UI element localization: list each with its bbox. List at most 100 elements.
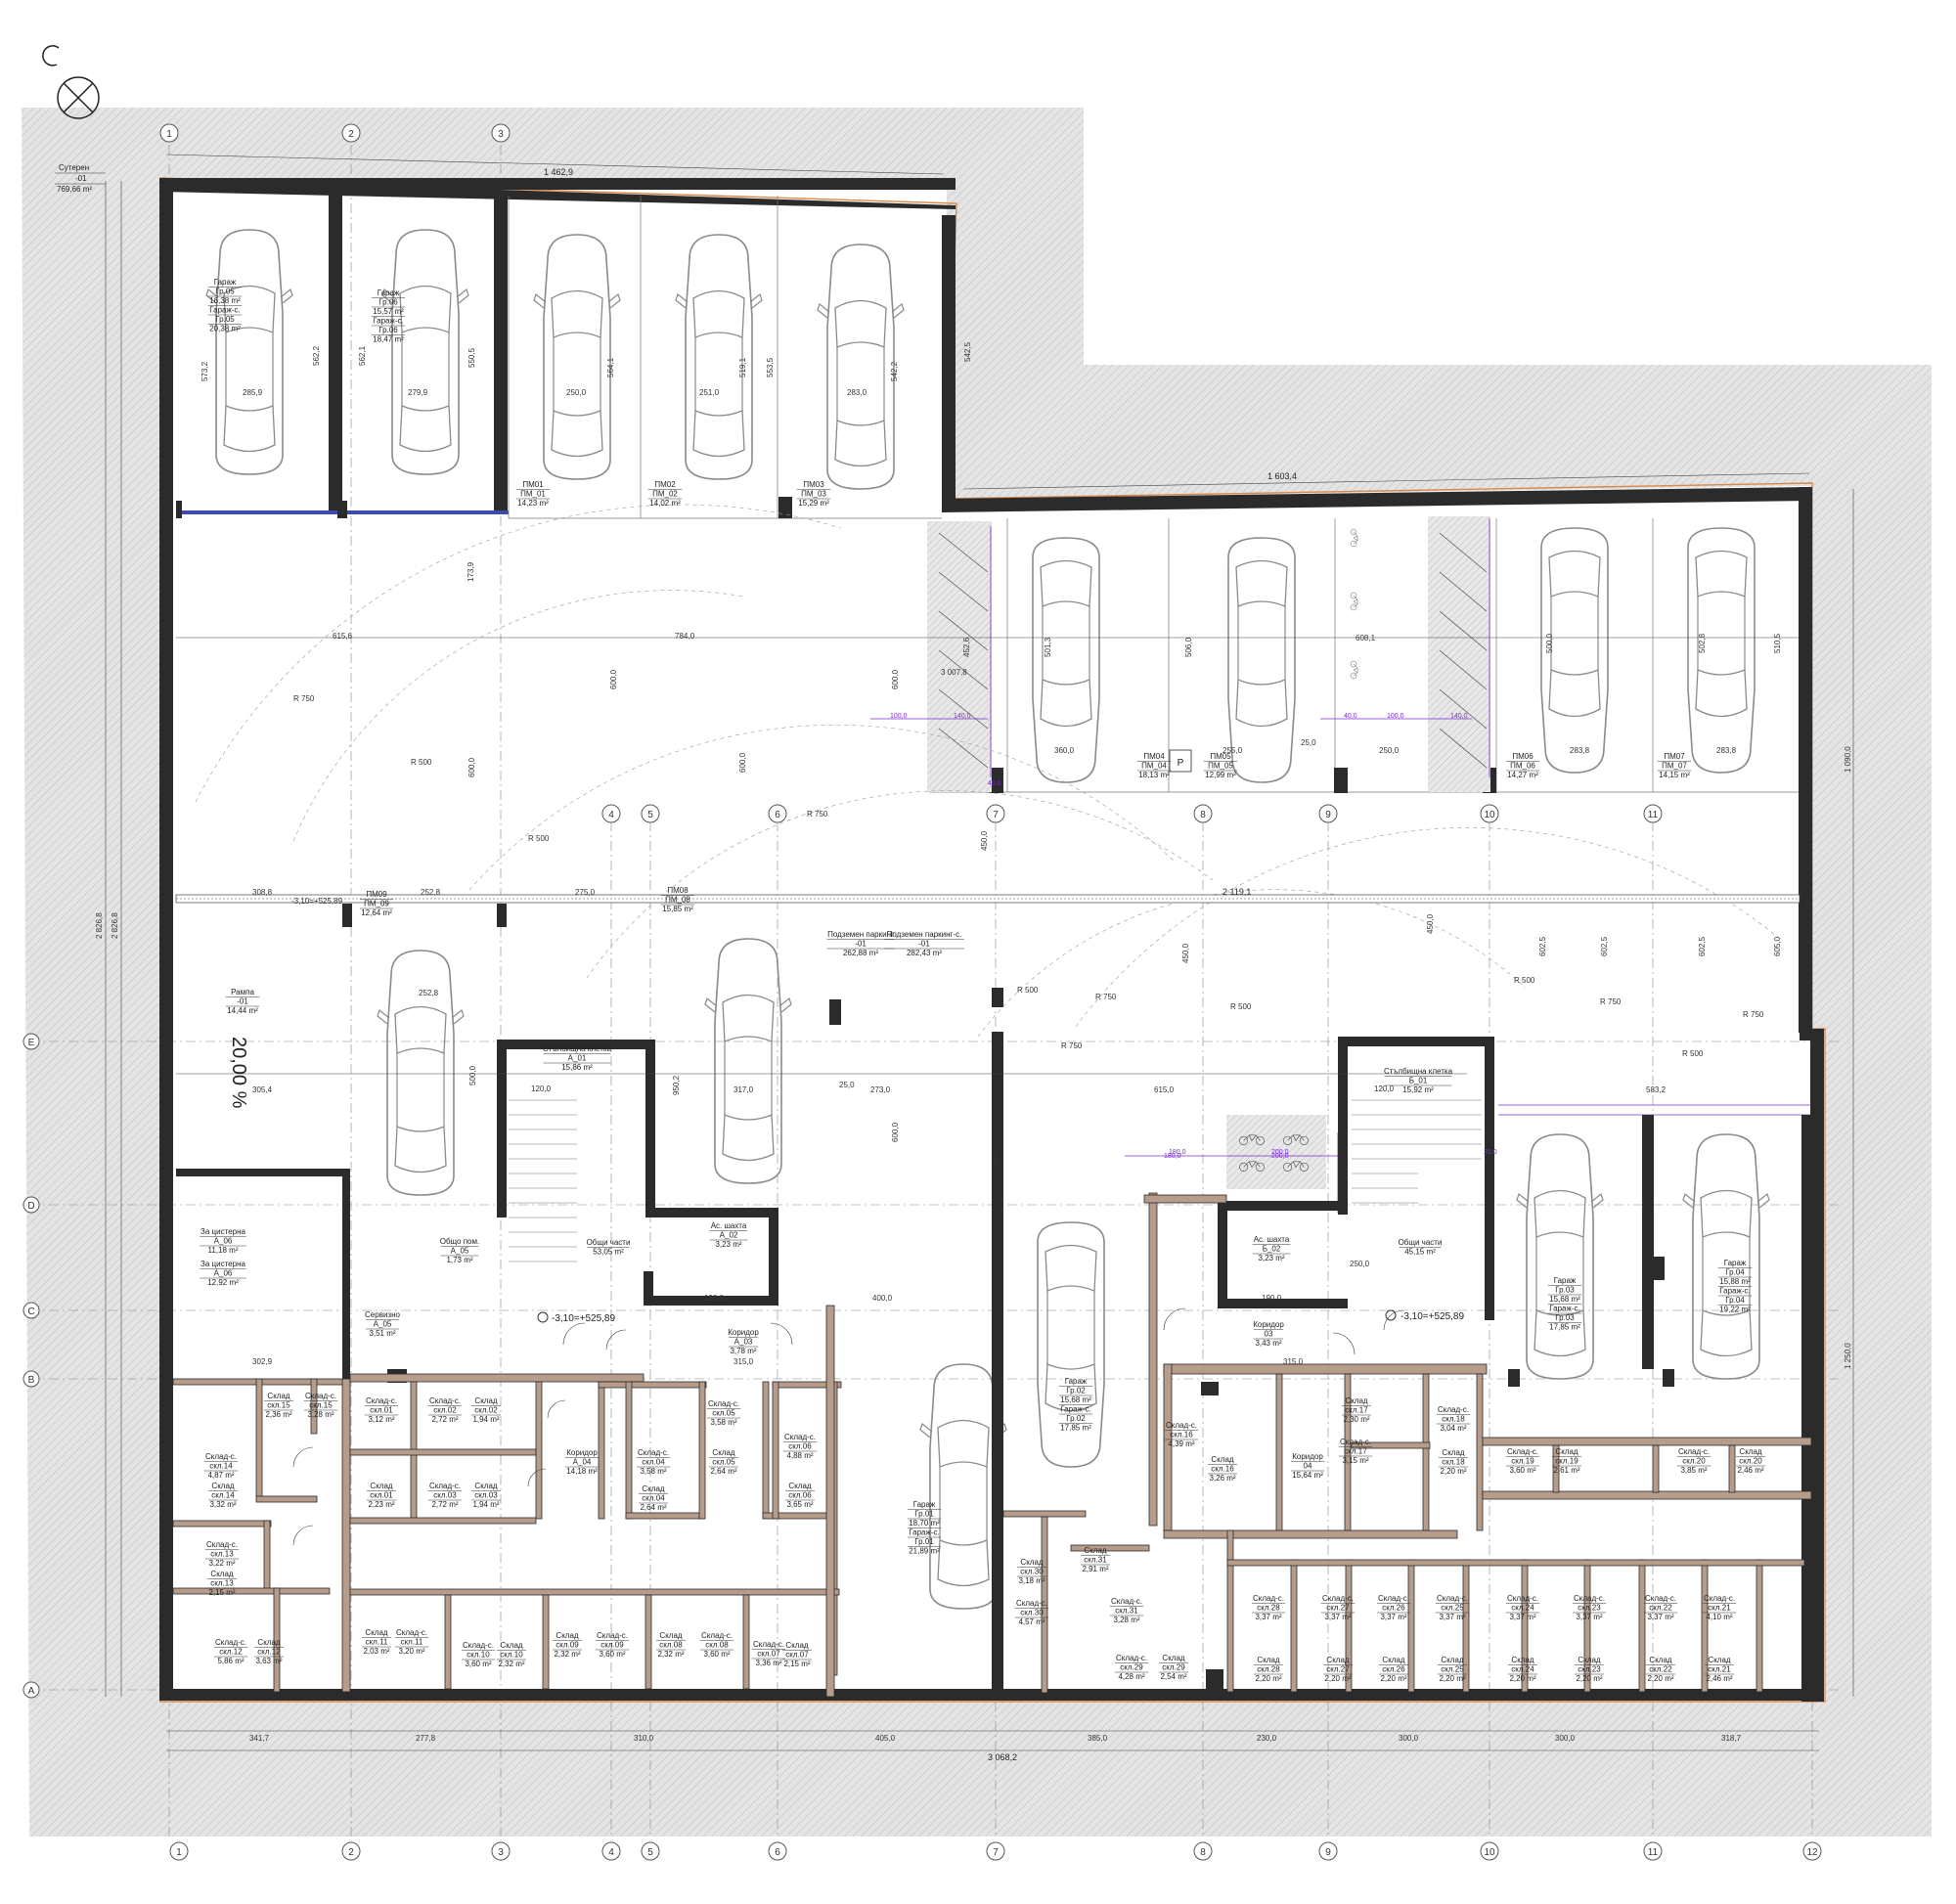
room-label-text: ПМ_08 [665, 896, 690, 905]
room-label-text: 3,60 m² [703, 1650, 730, 1659]
svg-text:300,0: 300,0 [1399, 1734, 1419, 1743]
room-label-text: Гр.01 [914, 1510, 934, 1519]
grid-bubble-col-4: 4 [601, 804, 621, 823]
room-label-text: скл.09 [556, 1641, 579, 1650]
svg-text:2 119,1: 2 119,1 [1222, 887, 1251, 897]
svg-text:3: 3 [498, 1847, 504, 1858]
svg-text:400,0: 400,0 [872, 1294, 893, 1303]
svg-text:583,2: 583,2 [1646, 1085, 1667, 1094]
svg-text:500,0: 500,0 [1545, 633, 1554, 653]
room-label-text: скл.22 [1649, 1604, 1672, 1613]
room-label-text: Б_01 [1409, 1077, 1428, 1085]
room-label-text: Склад-с. [1111, 1597, 1142, 1606]
room-label-text: скл.26 [1382, 1604, 1405, 1613]
room-label-text: скл.07 [785, 1651, 809, 1660]
room-label-text: скл.10 [500, 1651, 523, 1660]
room-label-text: 3,65 m² [786, 1500, 813, 1509]
room-label-text: Коридор [566, 1448, 598, 1457]
room-label-text: ПМ04 [1143, 752, 1165, 761]
room-label-text: ПМ08 [667, 886, 689, 895]
room-label-text: Склад [1326, 1656, 1349, 1664]
room-label-text: ПМ_04 [1141, 762, 1167, 771]
grid-bubble-bottom-6: 6 [768, 1841, 787, 1861]
room-label-text: скл.15 [267, 1401, 290, 1410]
room-label-text: Рампа [231, 988, 254, 996]
svg-text:250,0: 250,0 [1379, 746, 1400, 755]
room-label-text: Гр.05 [215, 288, 235, 296]
room-label-text: 3,37 m² [1439, 1613, 1465, 1621]
bike-rack-1 [938, 532, 1488, 769]
room-label-text: ПМ_02 [652, 490, 678, 499]
grid-bubbles: 1 2 3 4 5 6 7 8 9 10 11 1 2 3 4 5 6 7 8 … [22, 123, 1822, 1861]
room-label-text: Гр.02 [1066, 1387, 1086, 1395]
grid-bubble-bottom-2: 2 [341, 1841, 361, 1861]
room-label-text: 2,20 m² [1324, 1674, 1351, 1683]
room-label-text: скл.19 [1511, 1457, 1534, 1466]
rotate-cursor-icon [42, 45, 60, 66]
room-label-text: Склад [1382, 1656, 1404, 1664]
svg-text:305,4: 305,4 [252, 1085, 273, 1094]
interior-walls [176, 1032, 1811, 1702]
svg-text:4: 4 [608, 1847, 614, 1858]
svg-text:6: 6 [775, 810, 780, 820]
room-label-text: Склад [1441, 1656, 1463, 1664]
room-label-text: 2,20 m² [1255, 1674, 1281, 1683]
room-label-text: 2,15 m² [783, 1660, 810, 1668]
svg-text:562,1: 562,1 [358, 345, 367, 366]
room-label-text: 3,32 m² [209, 1500, 236, 1509]
svg-text:R 500: R 500 [1682, 1049, 1704, 1058]
room-label-text: 3,60 m² [465, 1660, 491, 1668]
svg-text:564,1: 564,1 [606, 357, 615, 377]
room-label-text: Склад [1739, 1447, 1761, 1456]
room-label-text: Склад-с. [1340, 1438, 1371, 1446]
room-label-text: А_01 [568, 1054, 587, 1063]
svg-text:500,0: 500,0 [468, 1065, 477, 1085]
room-label-text: скл.01 [370, 1406, 393, 1415]
room-label-text: Склад-с. [1645, 1594, 1676, 1603]
room-label-text: 3,37 m² [1576, 1613, 1602, 1621]
room-label-text: 2,54 m² [1160, 1672, 1186, 1681]
room-label-text: 3,28 m² [1113, 1616, 1139, 1624]
room-label-text: 2,20 m² [1439, 1674, 1465, 1683]
room-label-text: 21,89 m² [909, 1547, 940, 1556]
svg-text:769,66 m²: 769,66 m² [57, 185, 92, 194]
room-label-text: Склад-с. [708, 1399, 739, 1408]
room-label-text: ПМ_06 [1510, 762, 1535, 771]
svg-text:Сутерен: Сутерен [59, 163, 89, 172]
room-label-text: скл.16 [1211, 1465, 1234, 1474]
svg-text:784,0: 784,0 [675, 632, 695, 641]
room-label-text: Склад-с. [1704, 1594, 1735, 1603]
svg-text:605,0: 605,0 [1773, 936, 1782, 956]
svg-text:602,5: 602,5 [1600, 936, 1609, 956]
room-label-text: Склад [210, 1570, 233, 1578]
storage-скл10-s-label: Склад-с.скл.103,60 m² [461, 1641, 496, 1668]
room-label-text: ПМ_01 [520, 490, 546, 499]
room-label-text: Склад [1442, 1448, 1464, 1457]
room-label-text: 2,20 m² [1576, 1674, 1602, 1683]
room-label-text: 03 [1265, 1330, 1273, 1339]
room-label-text: Склад [1555, 1447, 1578, 1456]
room-label-text: Склад-с. [215, 1638, 246, 1647]
svg-text:3 068,2: 3 068,2 [988, 1752, 1017, 1762]
room-label-text: А_06 [214, 1237, 233, 1246]
room-label-text: скл.23 [1578, 1604, 1601, 1613]
room-label-text: скл.02 [474, 1406, 498, 1415]
room-label-text: 2,32 m² [498, 1660, 524, 1668]
room-label-text: ПМ06 [1512, 752, 1534, 761]
room-label-text: Склад-с. [784, 1433, 816, 1441]
room-label-text: Гр.01 [914, 1537, 934, 1546]
